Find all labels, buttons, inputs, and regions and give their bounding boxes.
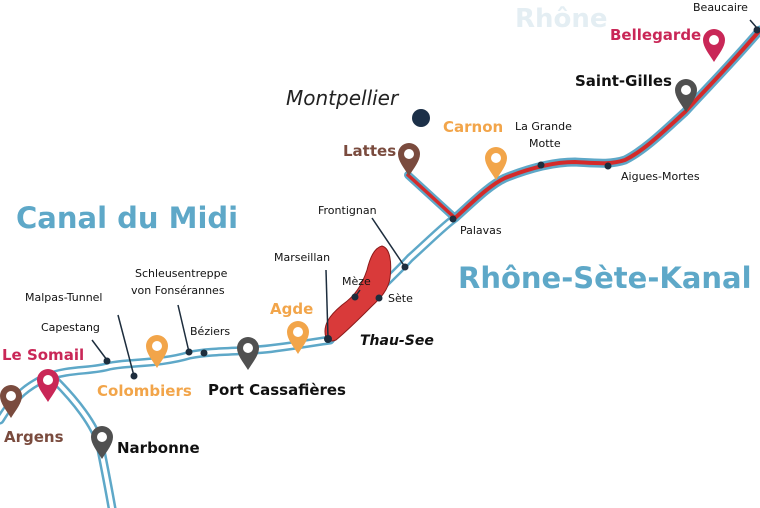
pin-bellegarde[interactable] — [703, 29, 725, 62]
label-meze: Mèze — [342, 275, 371, 288]
region-rhone-sete: Rhône-Sète-Kanal — [458, 261, 752, 295]
label-saint-gilles: Saint-Gilles — [575, 72, 672, 90]
label-argens: Argens — [4, 428, 64, 446]
label-schleusentreppe-1: Schleusentreppe — [135, 267, 228, 280]
label-lattes: Lattes — [343, 142, 397, 160]
region-canal-du-midi: Canal du Midi — [16, 201, 239, 235]
city-montpellier: Montpellier — [286, 86, 399, 110]
pin-agde[interactable] — [287, 321, 309, 354]
label-la-grande-motte-2: Motte — [529, 137, 561, 150]
label-capestang: Capestang — [41, 321, 100, 334]
pin-colombiers[interactable] — [146, 335, 168, 368]
label-malpas-tunnel: Malpas-Tunnel — [25, 291, 103, 304]
label-le-somail: Le Somail — [2, 346, 85, 364]
pin-le-somail[interactable] — [37, 369, 59, 402]
label-colombiers: Colombiers — [97, 382, 192, 400]
label-beaucaire: Beaucaire — [693, 1, 748, 14]
label-agde: Agde — [270, 300, 314, 318]
pin-carnon[interactable] — [485, 147, 507, 180]
label-sete: Sète — [388, 292, 413, 305]
label-carnon: Carnon — [443, 118, 504, 136]
pin-port-cassafieres[interactable] — [237, 337, 259, 370]
rhone-river-label: Rhône — [515, 4, 608, 34]
pin-saint-gilles[interactable] — [675, 79, 697, 112]
label-schleusentreppe-2: von Fonsérannes — [131, 284, 225, 297]
label-narbonne: Narbonne — [117, 439, 200, 457]
pin-argens[interactable] — [0, 385, 22, 418]
lake-label: Thau-See — [360, 333, 434, 349]
label-aigues-mortes: Aigues-Mortes — [621, 170, 700, 183]
lattes-route-line — [406, 173, 457, 220]
pin-lattes[interactable] — [398, 143, 420, 176]
pin-narbonne[interactable] — [91, 426, 113, 459]
label-la-grande-motte-1: La Grande — [515, 120, 572, 133]
label-port-cassafieres: Port Cassafières — [208, 381, 346, 399]
label-palavas: Palavas — [460, 224, 502, 237]
label-bellegarde: Bellegarde — [610, 26, 702, 44]
label-frontignan: Frontignan — [318, 204, 377, 217]
label-beziers: Béziers — [190, 325, 231, 338]
label-marseillan: Marseillan — [274, 251, 331, 264]
montpellier-dot — [412, 109, 430, 127]
